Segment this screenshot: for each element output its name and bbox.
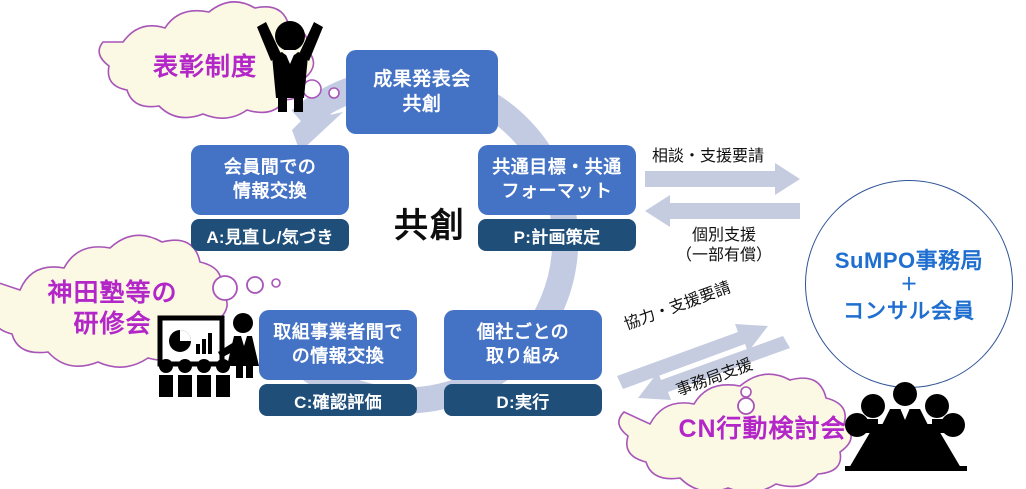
arrow-kobetsu-left-icon (645, 195, 800, 227)
cycle-node-plan-title: 共通目標・共通 フォーマット (478, 145, 636, 215)
cycle-node-do-title: 個社ごとの 取り組み (444, 310, 602, 380)
callout-cloud-cn (618, 373, 852, 489)
cycle-node-check-phase: C:確認評価 (259, 384, 417, 416)
cycle-node-do-line2: 取り組み (486, 346, 560, 366)
arrow-soudan-right-icon (645, 163, 800, 195)
cycle-node-act-title: 会員間での 情報交換 (191, 145, 349, 215)
cycle-node-top-line1: 成果発表会 (373, 68, 471, 90)
cycle-node-plan-line2: フォーマット (501, 181, 613, 201)
ring-arrowhead-icon (292, 92, 343, 152)
cycle-node-plan[interactable]: 共通目標・共通 フォーマット P:計画策定 (478, 145, 636, 251)
training-seminar-icon (157, 313, 259, 397)
cycle-node-check[interactable]: 取組事業者間で の情報交換 C:確認評価 (259, 310, 417, 416)
cycle-node-top[interactable]: 成果発表会 共創 (346, 50, 498, 134)
ring-arrowhead-tip-icon (296, 86, 336, 118)
cycle-node-act-line1: 会員間での (223, 157, 317, 178)
cycle-node-plan-phase: P:計画策定 (478, 219, 636, 251)
cycle-node-check-title: 取組事業者間で の情報交換 (259, 310, 417, 380)
cheering-person-icon (257, 21, 323, 112)
cycle-node-act-phase: A:見直し/気づき (191, 219, 349, 251)
cycle-node-do-phase: D:実行 (444, 384, 602, 416)
meeting-people-icon (845, 382, 967, 471)
cycle-node-top-line2: 共創 (402, 94, 442, 115)
cycle-node-do[interactable]: 個社ごとの 取り組み D:実行 (444, 310, 602, 416)
arrow-kyoryoku-right-icon (617, 324, 768, 389)
cycle-node-check-line2: の情報交換 (291, 346, 385, 366)
cycle-node-check-line1: 取組事業者間で (273, 322, 403, 343)
cycle-node-top-title: 成果発表会 共創 (346, 50, 498, 134)
cycle-node-do-line1: 個社ごとの (476, 322, 570, 343)
arrow-jimukyoku-left-icon (638, 336, 790, 400)
cycle-node-act-line2: 情報交換 (233, 181, 307, 201)
cycle-node-plan-line1: 共通目標・共通 (492, 157, 622, 178)
cycle-node-act[interactable]: 会員間での 情報交換 A:見直し/気づき (191, 145, 349, 251)
